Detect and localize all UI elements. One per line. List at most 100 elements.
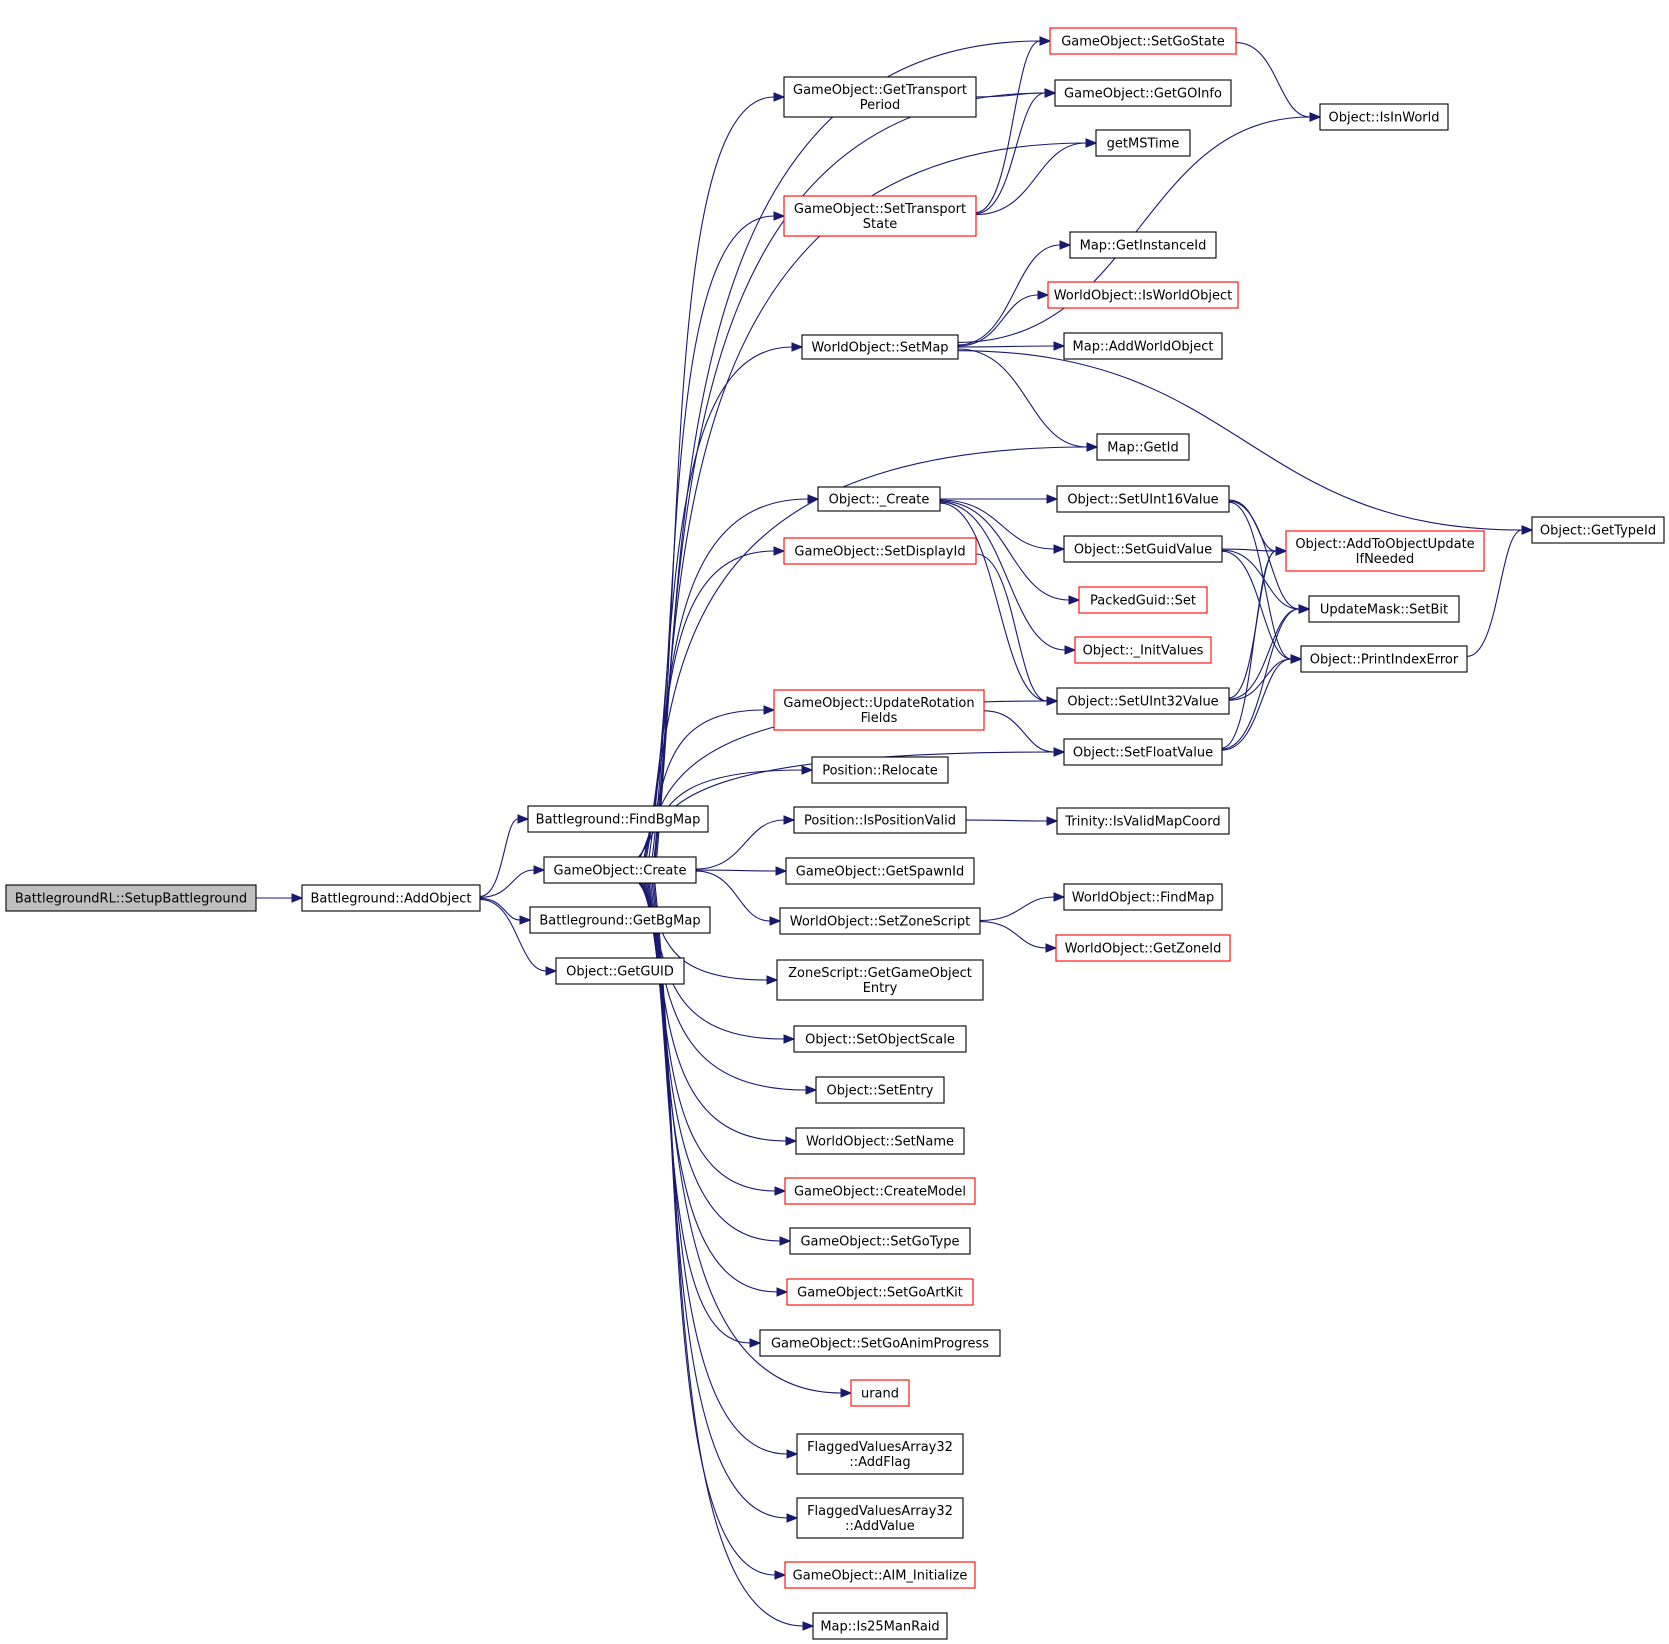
- node-label: GameObject::GetGOInfo: [1064, 87, 1222, 102]
- edge-arrowhead: [1053, 544, 1066, 554]
- node-relocate[interactable]: Position::Relocate: [811, 756, 949, 784]
- node-getgoinfo[interactable]: GameObject::GetGOInfo: [1054, 79, 1232, 107]
- node-label: urand: [861, 1387, 899, 1402]
- node-box: [786, 1278, 974, 1306]
- node-box: [529, 906, 711, 934]
- node-setguidvalue[interactable]: Object::SetGuidValue: [1063, 535, 1223, 563]
- node-box: [1056, 807, 1230, 835]
- node-gettypeid[interactable]: Object::GetTypeId: [1531, 516, 1665, 544]
- node-setname[interactable]: WorldObject::SetName: [795, 1127, 965, 1155]
- edge-arrowhead: [519, 915, 532, 925]
- node-box: [817, 486, 941, 512]
- edge-gocreate-to-relocate: [638, 765, 814, 858]
- edge-line: [979, 920, 1047, 949]
- edge-line: [1221, 550, 1277, 749]
- node-is25manraid[interactable]: Map::Is25ManRaid: [812, 1612, 948, 1640]
- node-isworldobject[interactable]: WorldObject::IsWorldObject: [1047, 281, 1239, 309]
- edge-arrowhead: [1275, 546, 1288, 556]
- edge-line: [1466, 529, 1523, 657]
- edge-ispositionvalid-to-isvalidmapcoord: [965, 816, 1059, 826]
- edge-gocreate-to-settransportstate: [651, 211, 786, 858]
- edge-objcreate-to-setuint16value: [940, 494, 1059, 504]
- node-addobject[interactable]: Battleground::AddObject: [301, 884, 481, 912]
- node-setentry[interactable]: Object::SetEntry: [815, 1076, 945, 1104]
- node-box: [1319, 103, 1449, 131]
- node-label: Map::GetInstanceId: [1080, 239, 1207, 254]
- node-findmap[interactable]: WorldObject::FindMap: [1063, 883, 1223, 911]
- node-setuint16value[interactable]: Object::SetUInt16Value: [1056, 485, 1230, 513]
- node-initvalues[interactable]: Object::_InitValues: [1074, 636, 1212, 664]
- node-label: Object::AddToObjectUpdate: [1295, 537, 1474, 552]
- edge-line: [646, 446, 1088, 858]
- node-label: Object::PrintIndexError: [1310, 653, 1459, 668]
- node-setobjectscale[interactable]: Object::SetObjectScale: [793, 1025, 967, 1053]
- node-label: Entry: [863, 981, 898, 996]
- node-getbgmap[interactable]: Battleground::GetBgMap: [529, 906, 711, 934]
- edge-line: [975, 92, 1046, 215]
- node-setgoanimprogress[interactable]: GameObject::SetGoAnimProgress: [759, 1329, 1001, 1357]
- node-createmodel[interactable]: GameObject::CreateModel: [784, 1177, 976, 1205]
- node-setmap[interactable]: WorldObject::SetMap: [801, 334, 959, 360]
- node-addworldobject[interactable]: Map::AddWorldObject: [1063, 332, 1223, 360]
- node-getspawnid[interactable]: GameObject::GetSpawnId: [785, 857, 975, 885]
- node-objcreate[interactable]: Object::_Create: [817, 486, 941, 512]
- node-label: WorldObject::SetMap: [811, 341, 948, 356]
- node-findbgmap[interactable]: Battleground::FindBgMap: [527, 805, 709, 833]
- node-label: FlaggedValuesArray32: [807, 1440, 953, 1455]
- node-packedguidset[interactable]: PackedGuid::Set: [1078, 586, 1208, 614]
- edge-arrowhead: [1053, 892, 1066, 902]
- edge-setdisplayid-to-setuint32value: [975, 553, 1059, 706]
- node-addflag[interactable]: FlaggedValuesArray32::AddFlag: [796, 1433, 964, 1475]
- node-getguid[interactable]: Object::GetGUID: [555, 957, 685, 985]
- edge-arrowhead: [545, 966, 558, 976]
- node-isvalidmapcoord[interactable]: Trinity::IsValidMapCoord: [1056, 807, 1230, 835]
- node-setgostate[interactable]: GameObject::SetGoState: [1049, 27, 1237, 55]
- edge-arrowhead: [1045, 943, 1058, 953]
- node-setgotype[interactable]: GameObject::SetGoType: [789, 1227, 971, 1255]
- node-ispositionvalid[interactable]: Position::IsPositionValid: [793, 806, 967, 834]
- node-setfloatvalue[interactable]: Object::SetFloatValue: [1063, 738, 1223, 766]
- node-setbit[interactable]: UpdateMask::SetBit: [1308, 595, 1460, 623]
- node-getmstime[interactable]: getMSTime: [1095, 129, 1191, 157]
- node-setuint32value[interactable]: Object::SetUInt32Value: [1056, 687, 1230, 715]
- node-setdisplayid[interactable]: GameObject::SetDisplayId: [783, 537, 977, 565]
- edge-line: [939, 501, 1066, 651]
- node-gocreate[interactable]: GameObject::Create: [543, 856, 697, 884]
- edge-setfloatvalue-to-addtoobjectupdate: [1221, 546, 1288, 749]
- node-label: Object::SetFloatValue: [1073, 746, 1213, 761]
- node-label: Object::SetEntry: [826, 1084, 933, 1099]
- node-box: [850, 1379, 910, 1407]
- node-addvalue[interactable]: FlaggedValuesArray32::AddValue: [796, 1497, 964, 1539]
- node-setgoartkit[interactable]: GameObject::SetGoArtKit: [786, 1278, 974, 1306]
- node-getzoneid[interactable]: WorldObject::GetZoneId: [1055, 934, 1231, 962]
- node-getinstanceid[interactable]: Map::GetInstanceId: [1069, 231, 1217, 259]
- node-setupbattleground[interactable]: BattlegroundRL::SetupBattleground: [5, 884, 257, 912]
- node-box: [773, 689, 985, 731]
- node-getid[interactable]: Map::GetId: [1096, 433, 1190, 461]
- node-urand[interactable]: urand: [850, 1379, 910, 1407]
- node-aim_initialize[interactable]: GameObject::AIM_Initialize: [784, 1561, 976, 1589]
- edge-arrowhead: [517, 814, 530, 824]
- node-box: [1056, 687, 1230, 715]
- edge-line: [939, 499, 1055, 550]
- node-setzonescript[interactable]: WorldObject::SetZoneScript: [779, 907, 981, 935]
- edge-line: [1235, 41, 1311, 118]
- edge-line: [1228, 501, 1292, 660]
- edge-setzonescript-to-findmap: [979, 892, 1066, 922]
- node-label: WorldObject::SetName: [806, 1135, 954, 1150]
- node-printindexerror[interactable]: Object::PrintIndexError: [1300, 645, 1468, 673]
- edge-line: [975, 92, 1046, 98]
- edge-line: [479, 898, 547, 972]
- node-isinworld[interactable]: Object::IsInWorld: [1319, 103, 1449, 131]
- edge-arrowhead: [1053, 341, 1066, 351]
- node-label: GameObject::CreateModel: [794, 1185, 966, 1200]
- node-box: [1078, 586, 1208, 614]
- edge-line: [965, 819, 1048, 822]
- edge-line: [695, 870, 771, 922]
